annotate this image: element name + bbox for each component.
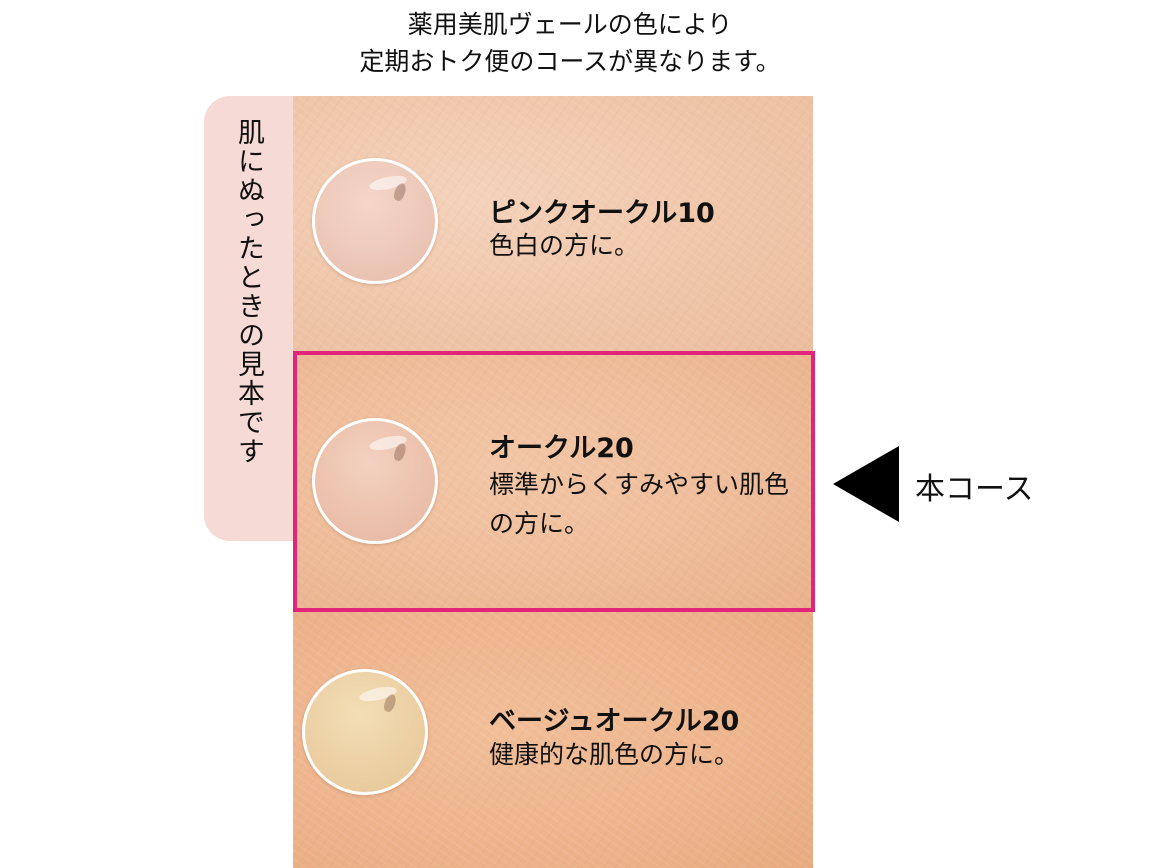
shade-name: オークル20 [489, 433, 634, 464]
shade-panel-beige-ochre-20: ベージュオークル20 健康的な肌色の方に。 [293, 611, 813, 868]
swatch-circle [312, 158, 438, 284]
shade-name: ベージュオークル20 [489, 706, 740, 737]
header-line-2: 定期おトク便のコースが異なります。 [359, 47, 781, 76]
header-line-1: 薬用美肌ヴェールの色により [407, 10, 733, 39]
shade-description: 色白の方に。 [489, 231, 640, 260]
shade-panel-pink-ochre-10: ピンクオークル10 色白の方に。 [293, 96, 813, 351]
header-caption: 薬用美肌ヴェールの色により 定期おトク便のコースが異なります。 [290, 6, 850, 80]
shade-description: 標準からくすみやすい肌色の方に。 [489, 470, 790, 538]
swatch-circle [302, 669, 428, 795]
selected-shade-frame [293, 351, 815, 612]
arrow-left-icon [833, 446, 899, 522]
shade-name: ピンクオークル10 [489, 198, 715, 229]
shade-panel-ochre-20: オークル20 標準からくすみやすい肌色の方に。 [293, 351, 813, 611]
swatch-circle [312, 418, 438, 544]
course-label: 本コース [915, 472, 1034, 507]
shade-description: 健康的な肌色の方に。 [489, 740, 740, 769]
side-label-text: 肌にぬったときの見本です [233, 118, 264, 466]
